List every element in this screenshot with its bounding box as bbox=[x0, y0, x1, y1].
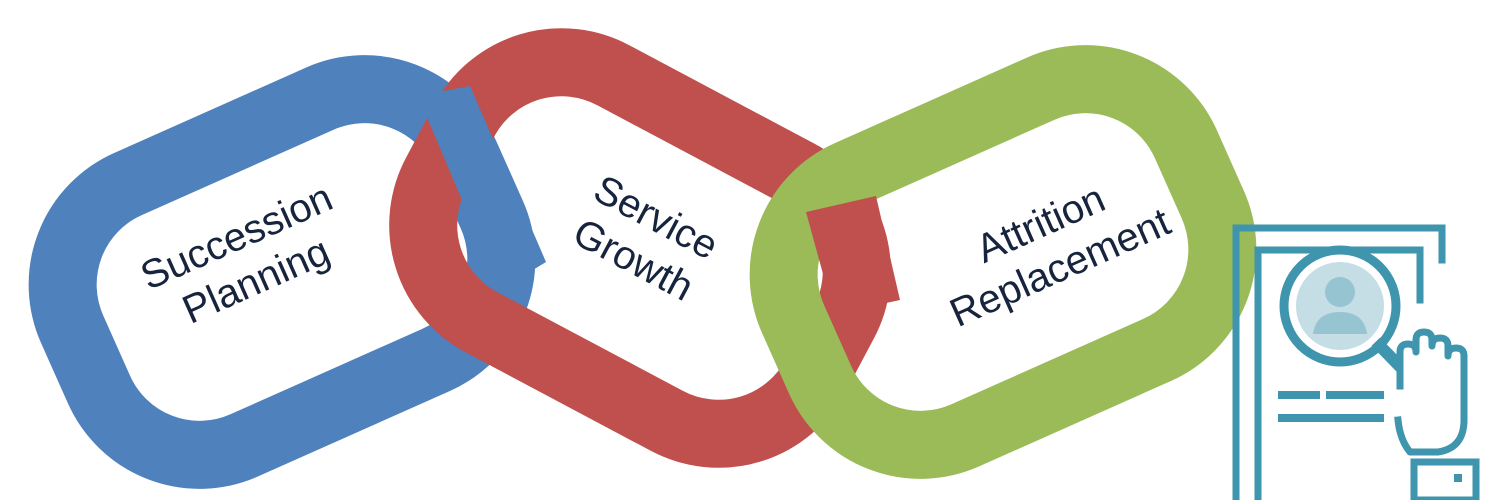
label-attrition: Attrition Replacement bbox=[944, 176, 1177, 336]
label-service: Service Growth bbox=[566, 167, 725, 310]
interlock-red-over-green bbox=[806, 196, 900, 314]
candidate-search-icon bbox=[1232, 224, 1480, 500]
chain-link-attrition bbox=[749, 45, 1257, 479]
interlock-blue-over-red bbox=[418, 86, 546, 290]
chain-link-attrition-ring bbox=[749, 45, 1257, 479]
